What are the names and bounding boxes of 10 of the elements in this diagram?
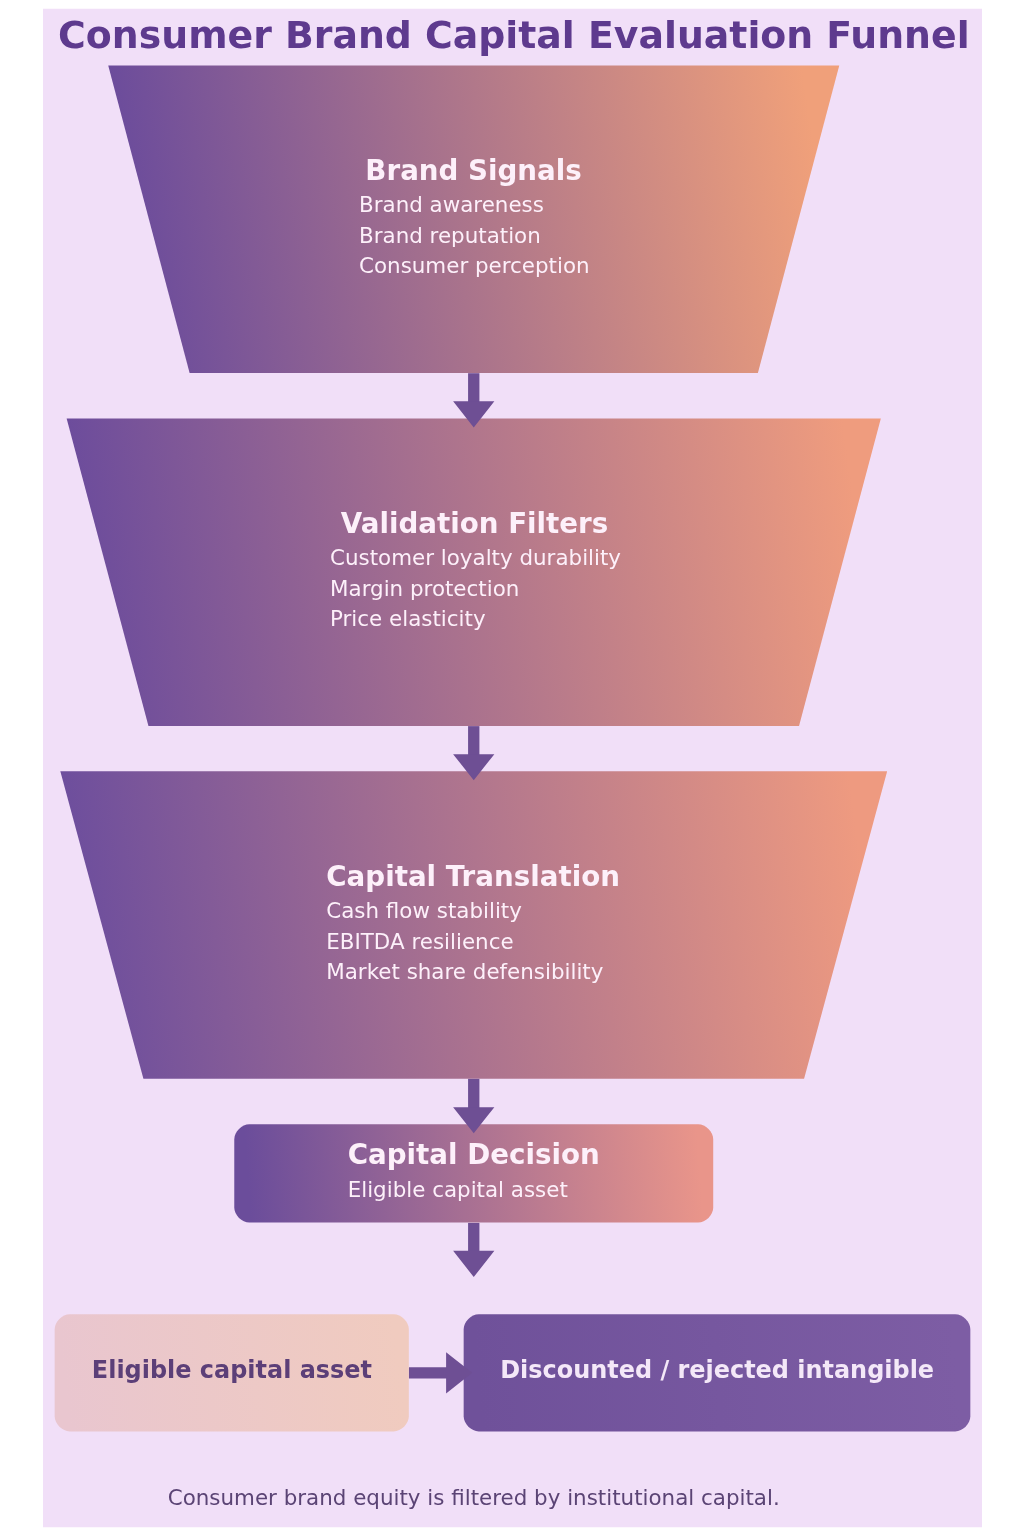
node-box: Discounted / rejected intangible: [463, 1314, 970, 1432]
node-box: Capital Decision Eligible capital asset: [233, 1124, 713, 1223]
arrow: [452, 373, 494, 428]
node-box: Eligible capital asset: [54, 1314, 409, 1432]
arrow: [408, 1352, 472, 1394]
diagram-title: Consumer Brand Capital Evaluation Funnel: [57, 12, 970, 57]
arrow: [452, 1222, 494, 1278]
arrow: [452, 726, 494, 781]
caption: Consumer brand equity is filtered by institutional capital.: [167, 1484, 780, 1510]
arrow: [452, 1078, 494, 1134]
